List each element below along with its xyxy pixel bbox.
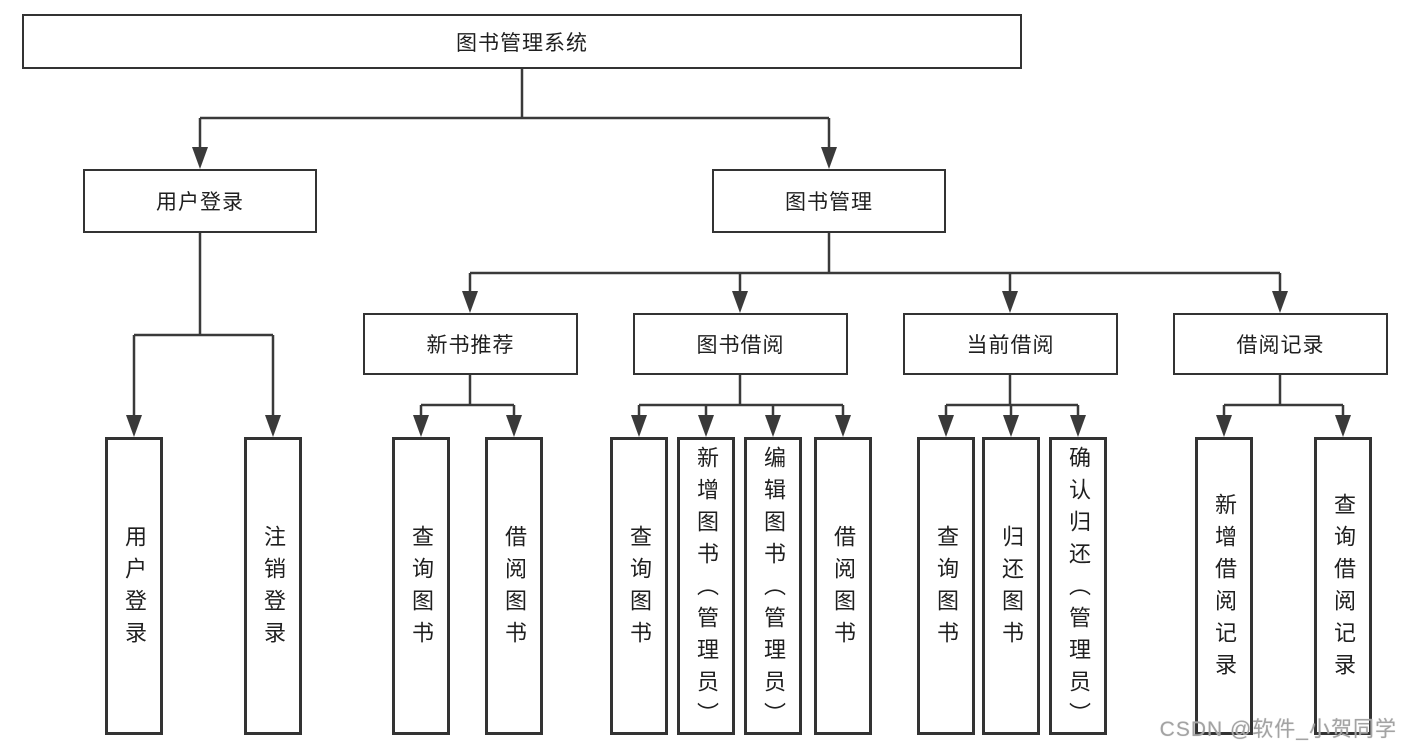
node-book-borrow: 图书借阅 (633, 313, 848, 375)
node-borrow-records: 借阅记录 (1173, 313, 1388, 375)
leaf-borrow-add-books-admin: 新增图书（管理员） (677, 437, 735, 735)
leaf-newbook-query-books: 查询图书 (392, 437, 450, 735)
node-new-book-recommend: 新书推荐 (363, 313, 578, 375)
leaf-borrow-query-books: 查询图书 (610, 437, 668, 735)
leaf-records-query-record: 查询借阅记录 (1314, 437, 1372, 735)
leaf-user-login: 用户登录 (105, 437, 163, 735)
leaf-records-add-record: 新增借阅记录 (1195, 437, 1253, 735)
leaf-current-return-books: 归还图书 (982, 437, 1040, 735)
node-user-login: 用户登录 (83, 169, 317, 233)
node-current-borrow: 当前借阅 (903, 313, 1118, 375)
leaf-current-query-books: 查询图书 (917, 437, 975, 735)
leaf-borrow-edit-books-admin: 编辑图书（管理员） (744, 437, 802, 735)
leaf-newbook-borrow-books: 借阅图书 (485, 437, 543, 735)
leaf-logout: 注销登录 (244, 437, 302, 735)
leaf-current-confirm-return-admin: 确认归还（管理员） (1049, 437, 1107, 735)
node-book-management: 图书管理 (712, 169, 946, 233)
node-root-system: 图书管理系统 (22, 14, 1022, 69)
leaf-borrow-borrow-books: 借阅图书 (814, 437, 872, 735)
csdn-watermark: CSDN @软件_小贺同学 (1159, 718, 1397, 741)
